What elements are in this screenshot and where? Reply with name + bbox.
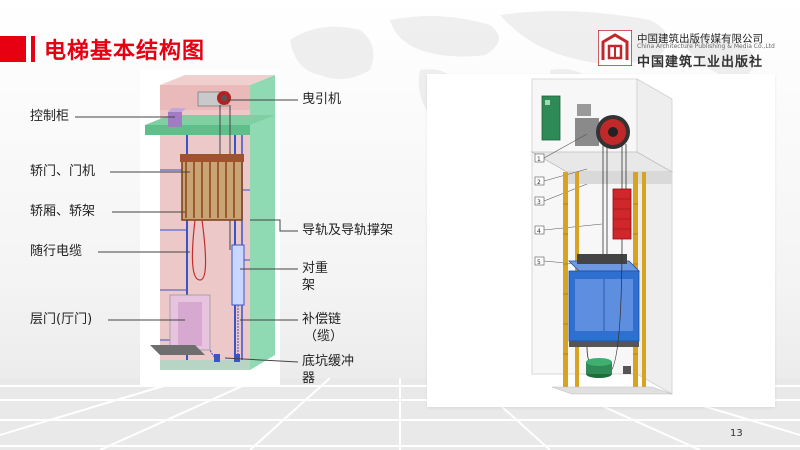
label-traction-machine: 曳引机 <box>302 92 342 107</box>
label-car-door-operator: 轿门、门机 <box>30 164 96 179</box>
label-guide-rail: 导轨及导轨撑架 <box>302 223 394 238</box>
label-compensation-chain: 补偿链 <box>302 312 342 327</box>
label-pit-buffer-2: 器 <box>302 371 316 386</box>
elevator-3d-diagram: 1 2 3 4 5 <box>427 74 775 407</box>
label-landing-door: 层门(厅门) <box>30 312 93 327</box>
elevator-structure-diagram <box>140 70 280 385</box>
publisher-name-en: China Architecture Publishing & Media Co… <box>637 43 775 50</box>
callout-3: 3 <box>537 199 541 206</box>
publisher-logo-icon <box>598 30 632 66</box>
label-car-frame: 轿厢、轿架 <box>30 204 96 219</box>
title-accent-block <box>0 36 26 62</box>
label-counterweight-2: 架 <box>302 278 316 293</box>
page-number: 13 <box>730 428 743 439</box>
callout-2: 2 <box>537 179 541 186</box>
publisher-name-cn: 中国建筑出版传媒有限公司 <box>637 33 763 45</box>
callout-1: 1 <box>537 156 541 163</box>
callout-4: 4 <box>537 228 541 235</box>
callout-5: 5 <box>537 259 541 266</box>
label-traveling-cable: 随行电缆 <box>30 244 83 259</box>
publisher-brand: 中国建筑工业出版社 <box>637 55 764 70</box>
title-accent-stripe <box>31 36 35 62</box>
slide-title: 电梯基本结构图 <box>44 39 206 64</box>
label-compensation-chain-2: （缆） <box>304 329 344 344</box>
label-control-cabinet: 控制柜 <box>30 109 70 124</box>
label-counterweight: 对重 <box>302 261 329 276</box>
label-pit-buffer: 底坑缓冲 <box>302 354 355 369</box>
